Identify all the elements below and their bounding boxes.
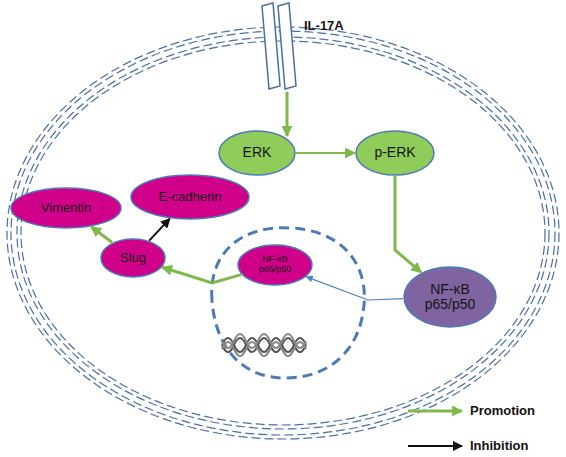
ligand-label: IL-17A	[304, 19, 344, 33]
receptor-chain	[262, 3, 280, 89]
protein-ellipse: Slug	[100, 238, 166, 278]
node-label: NF-κB p65/p50	[254, 255, 296, 275]
signal-arrow	[149, 219, 170, 241]
node-label: NF-κB p65/p50	[418, 282, 482, 313]
ellipse-shape	[131, 175, 249, 219]
ellipse-shape	[219, 131, 295, 175]
legend-label: Promotion	[470, 403, 535, 418]
nucleus-outline	[212, 228, 365, 378]
node-label: Vimentin	[41, 201, 91, 215]
dna-strand	[222, 334, 306, 348]
node-label: Slug	[120, 251, 146, 265]
membrane-line	[21, 41, 545, 425]
transcription-factor: NF-κB p65/p50	[237, 244, 313, 286]
signal-arrow	[296, 152, 355, 154]
ellipse-shape	[404, 267, 496, 327]
kinase-ellipse: ERK	[218, 130, 296, 176]
receptor-symbol	[250, 0, 362, 92]
signal-arrow	[306, 277, 403, 300]
dna-strand	[222, 342, 306, 356]
legend-sample-arrow	[408, 410, 462, 413]
membrane-line	[17, 37, 549, 429]
receptor: IL-17A	[250, 0, 362, 92]
node-label: p-ERK	[374, 145, 415, 160]
ellipse-shape	[356, 131, 434, 175]
ellipse-shape	[11, 188, 121, 228]
protein-ellipse: E-cadherin	[130, 174, 250, 220]
protein-ellipse: Vimentin	[10, 187, 122, 229]
membrane-line	[7, 27, 559, 439]
node-label: E-cadherin	[159, 190, 222, 204]
ellipse-shape	[238, 245, 312, 285]
node-label: ERK	[243, 145, 272, 160]
signal-arrow	[395, 176, 421, 272]
transcription-factor: NF-κB p65/p50	[403, 266, 497, 328]
signal-arrow	[162, 267, 241, 283]
membrane-line	[11, 31, 555, 435]
legend-sample-arrow	[408, 445, 462, 447]
receptor-chain	[278, 3, 296, 89]
cell-membrane	[7, 27, 559, 439]
dna-helix	[222, 334, 306, 356]
legend-label: Inhibition	[470, 438, 528, 453]
signal-arrow	[91, 227, 112, 243]
signal-arrow	[286, 92, 289, 136]
ellipse-shape	[101, 239, 165, 277]
kinase-ellipse: p-ERK	[355, 130, 435, 176]
